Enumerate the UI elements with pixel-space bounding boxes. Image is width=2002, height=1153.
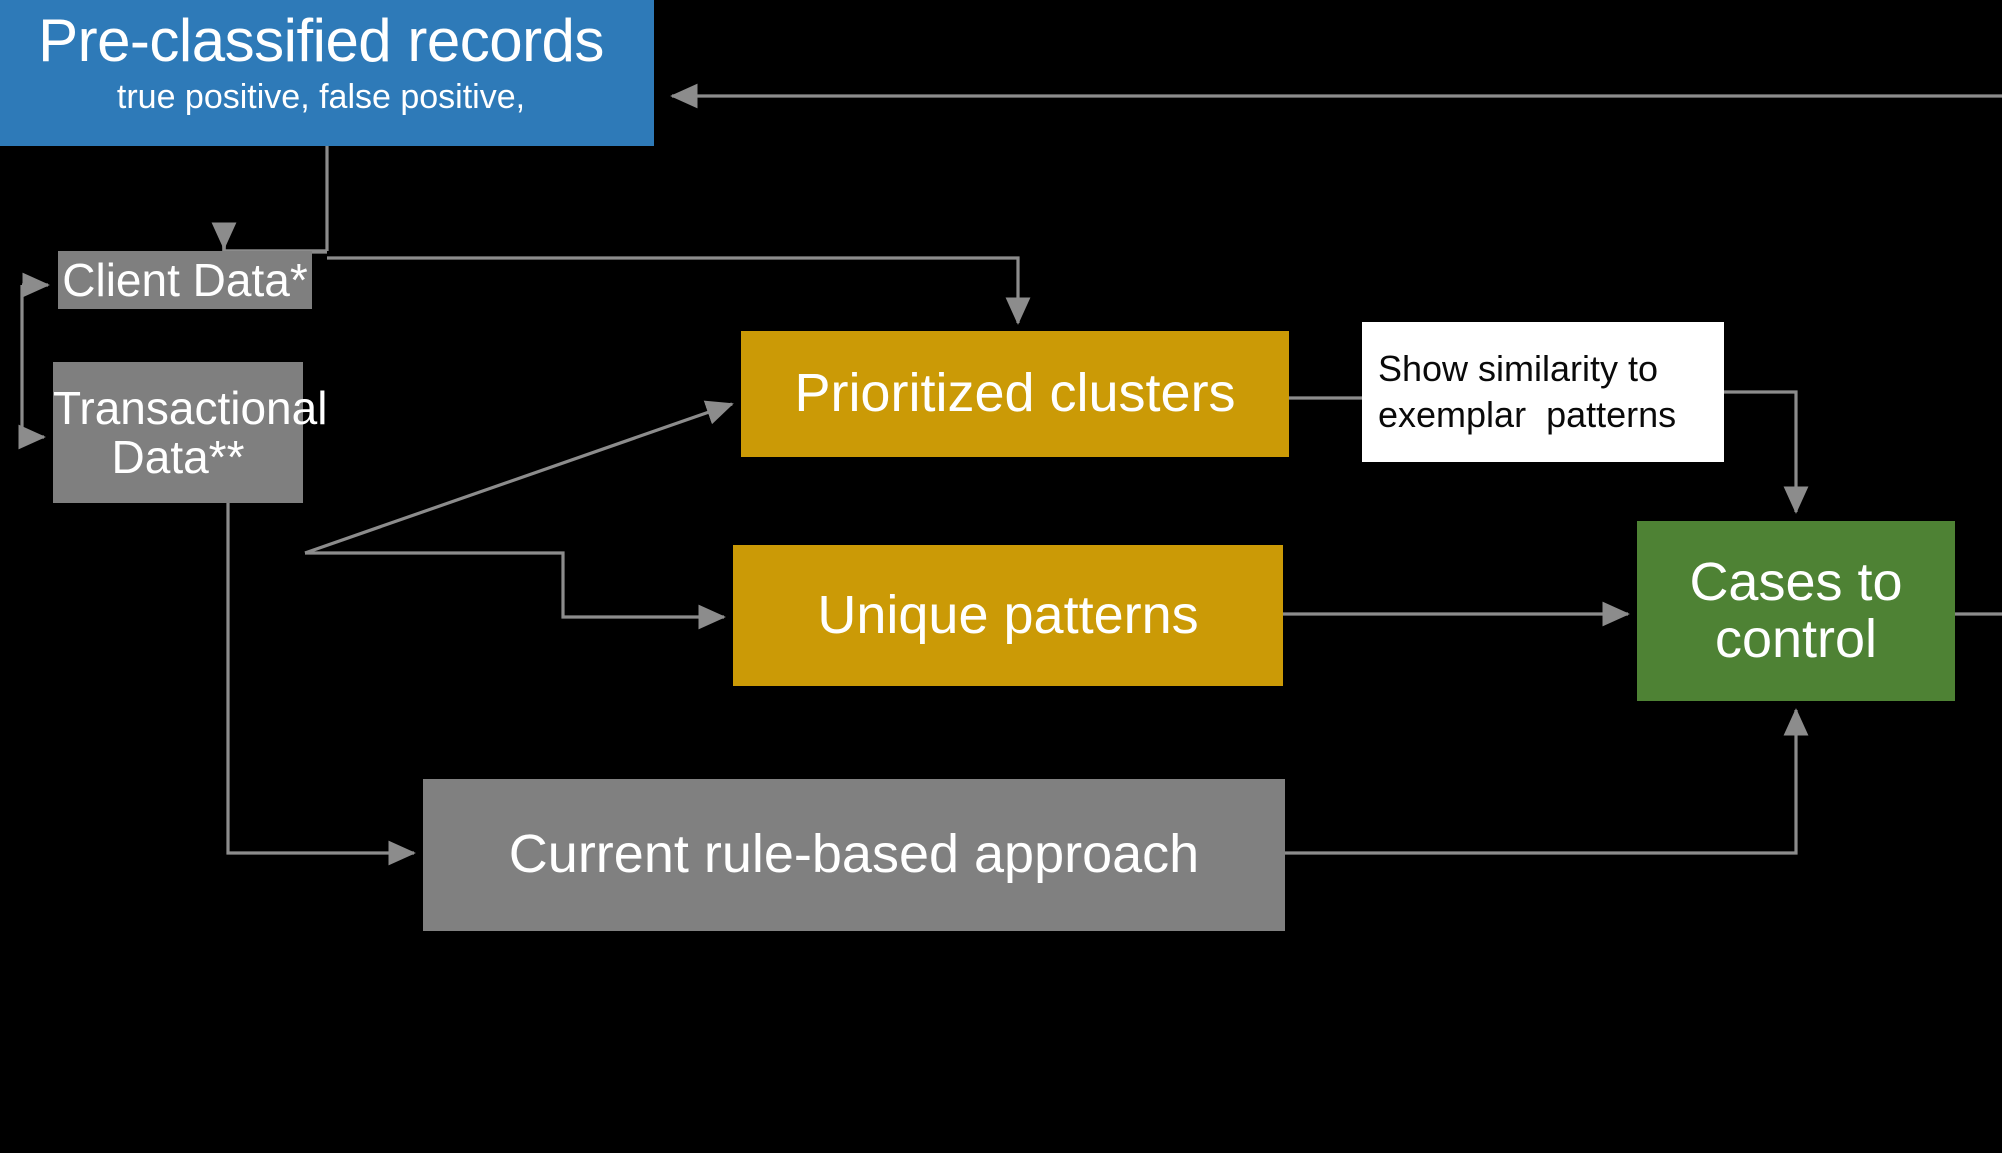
connector-preclassified-right-branch: [327, 256, 1031, 325]
connector-preclassified-to-client-data: [222, 243, 327, 253]
node-transactional-data[interactable]: Transactional Data**: [53, 362, 328, 503]
callout-show-similarity[interactable]: Show similarity to exemplar patterns: [1362, 322, 1724, 462]
node-subtitle: true positive, false positive,: [116, 77, 526, 116]
callout-text: Show similarity to exemplar patterns: [1378, 347, 1677, 435]
node-title: Cases to control: [1689, 551, 1903, 669]
node-cases-to-control[interactable]: Cases to control: [1637, 521, 1955, 701]
node-title: Prioritized clusters: [794, 363, 1236, 424]
node-title: Pre-classified records: [38, 7, 604, 75]
node-title: Current rule-based approach: [508, 824, 1200, 885]
node-current-rule-based-approach[interactable]: Current rule-based approach: [423, 779, 1285, 931]
node-pre-classified-records[interactable]: Pre-classified records true positive, fa…: [0, 0, 654, 146]
connector-current-rules-to-cases: [1285, 708, 1809, 855]
node-title: Transactional Data**: [53, 381, 328, 483]
node-prioritized-clusters[interactable]: Prioritized clusters: [741, 331, 1289, 457]
connector-callout-to-cases: [1724, 390, 1809, 514]
node-client-data[interactable]: Client Data*: [58, 251, 312, 309]
connector-transactional-to-prioritized: [304, 400, 734, 555]
node-title: Unique patterns: [817, 584, 1199, 645]
node-unique-patterns[interactable]: Unique patterns: [733, 545, 1283, 686]
node-title: Client Data*: [62, 253, 308, 306]
connector-transactional-to-unique-patterns: [305, 551, 726, 630]
connector-preclassified-split-left: [222, 238, 327, 253]
connector-transactional-to-current-rules: [226, 503, 416, 866]
